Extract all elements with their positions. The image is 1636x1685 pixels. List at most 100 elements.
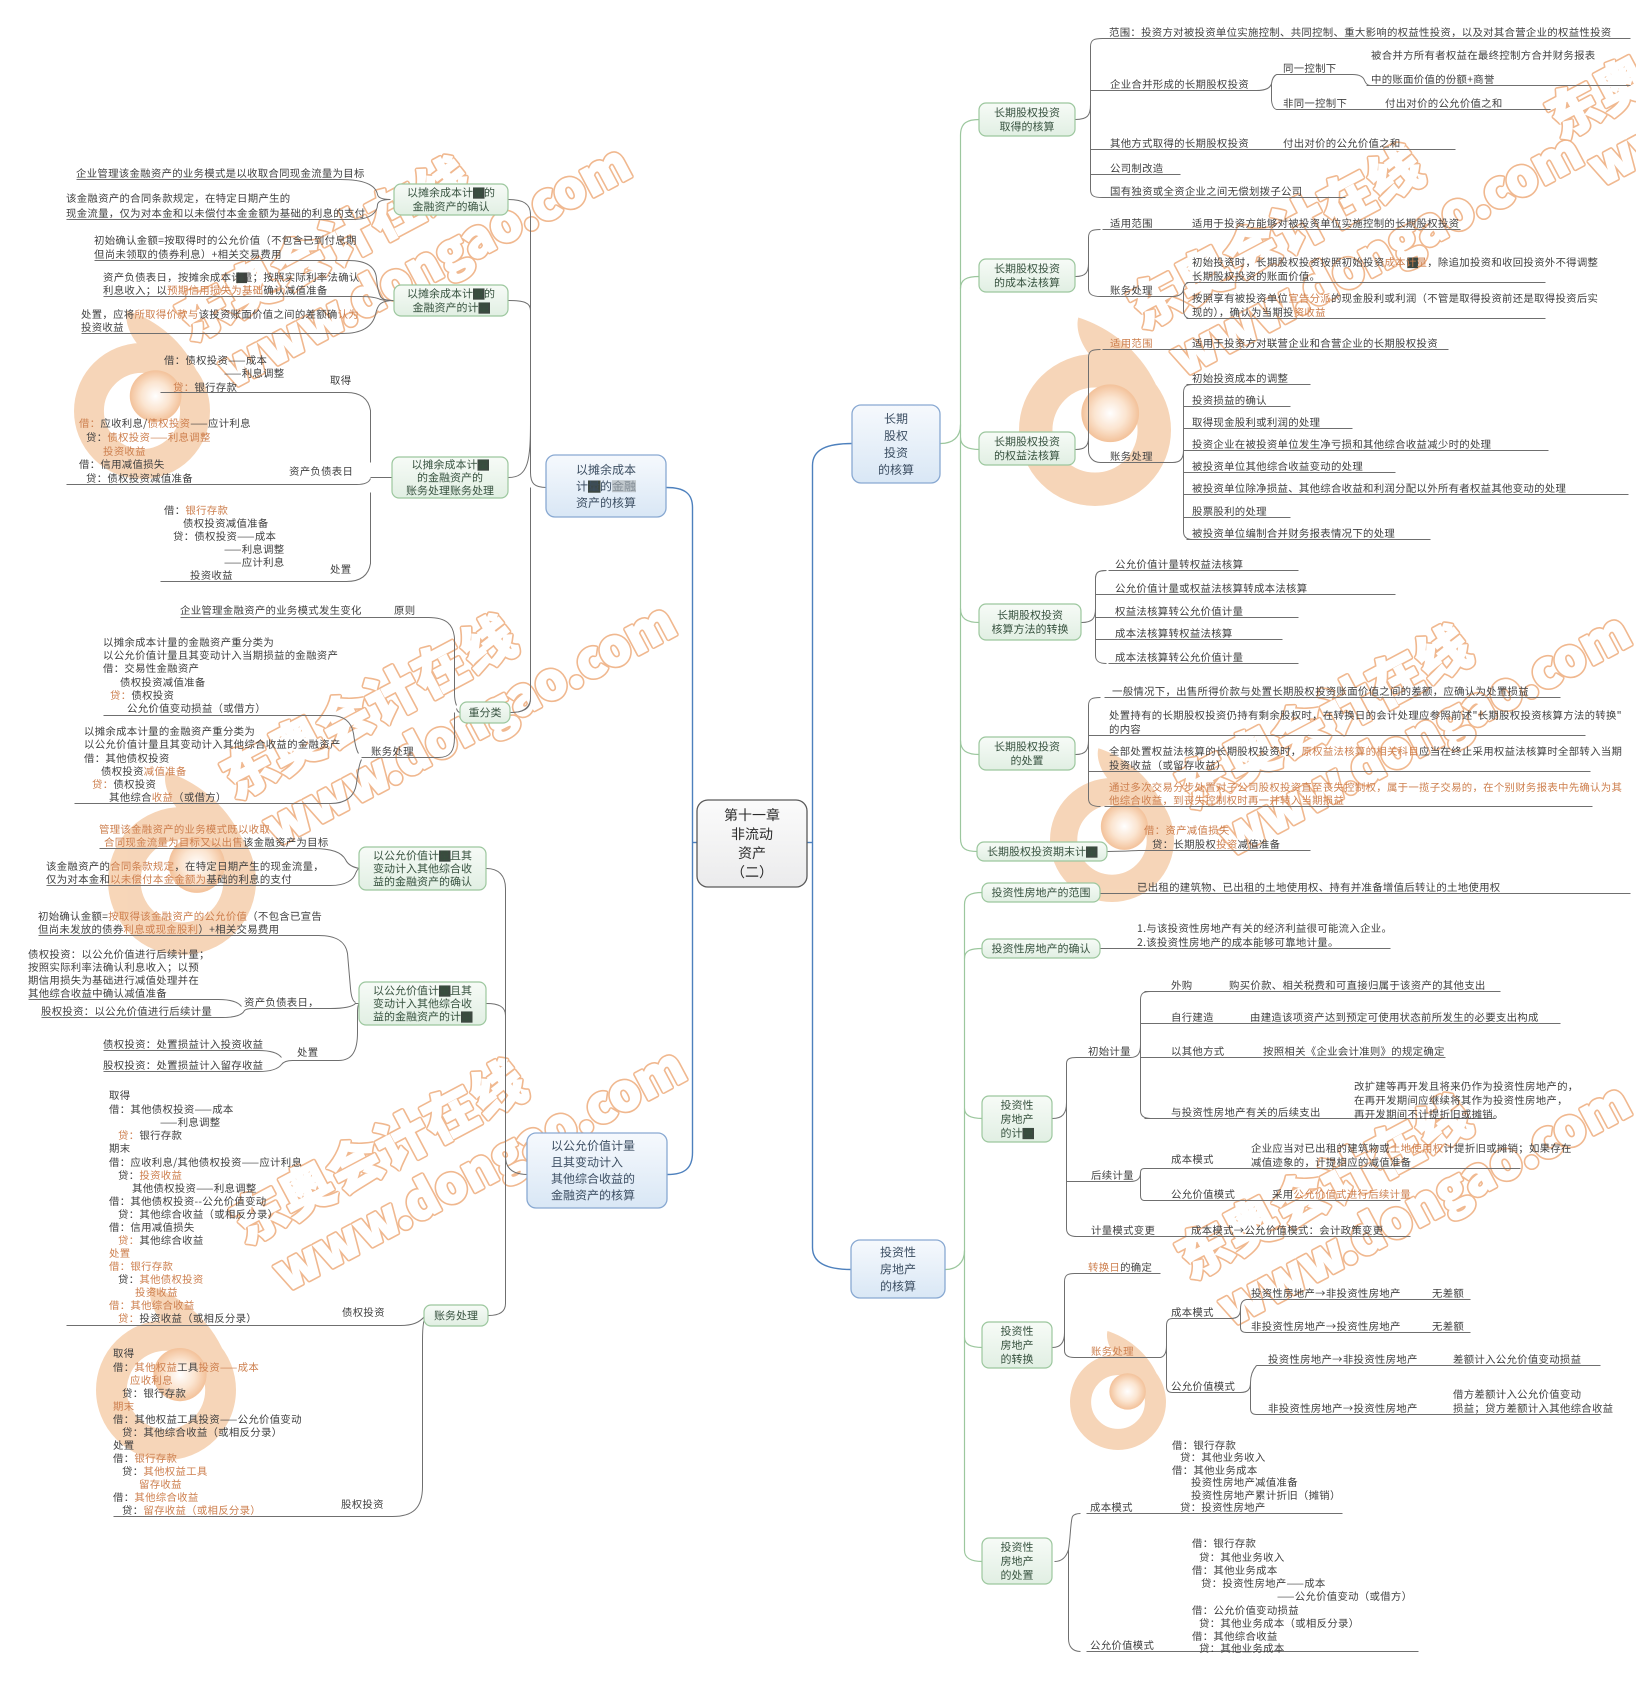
svg-text:按照实际利率法确认利息收入；以预: 按照实际利率法确认利息收入；以预 <box>28 959 199 974</box>
svg-text:贷：投资性房地产: 贷：投资性房地产 <box>1180 1499 1266 1514</box>
svg-text:资产的核算: 资产的核算 <box>576 494 636 511</box>
svg-text:借：信用减值损失: 借：信用减值损失 <box>79 456 165 471</box>
svg-text:的处置: 的处置 <box>1001 1567 1034 1583</box>
svg-text:借方差额计入公允价值变动: 借方差额计入公允价值变动 <box>1453 1386 1581 1401</box>
svg-text:借：银行存款: 借：银行存款 <box>164 502 228 517</box>
svg-text:益的金融资产的确认: 益的金融资产的确认 <box>373 873 472 889</box>
svg-text:无差额: 无差额 <box>1432 1318 1464 1333</box>
svg-text:的权益法核算: 的权益法核算 <box>994 447 1060 463</box>
svg-text:贷：其他综合收益（或相反分录）: 贷：其他综合收益（或相反分录） <box>118 1206 278 1221</box>
svg-text:账务处理: 账务处理 <box>1110 282 1153 297</box>
svg-text:长期股权投资: 长期股权投资 <box>994 104 1060 120</box>
svg-text:权益法核算转公允价值计量: 权益法核算转公允价值计量 <box>1115 603 1243 618</box>
svg-text:其他方式取得的长期股权投资: 其他方式取得的长期股权投资 <box>1110 135 1249 150</box>
svg-text:公允价值计量或权益法核算转成本法核算: 公允价值计量或权益法核算转成本法核算 <box>1115 580 1307 595</box>
svg-text:成本模式: 成本模式 <box>1171 1304 1214 1319</box>
svg-text:贷：银行存款: 贷：银行存款 <box>122 1385 186 1400</box>
svg-text:再开发期间不计提折旧或摊销。: 再开发期间不计提折旧或摊销。 <box>1354 1106 1504 1121</box>
svg-text:初始投资成本的调整: 初始投资成本的调整 <box>1192 370 1288 385</box>
svg-text:长期股权投资的账面价值。: 长期股权投资的账面价值。 <box>1192 268 1320 283</box>
svg-text:借：其他综合收益: 借：其他综合收益 <box>1192 1628 1278 1643</box>
svg-text:现金流量，仅为对本金和以未偿付本金金额为基础的利息的支付: 现金流量，仅为对本金和以未偿付本金金额为基础的利息的支付 <box>66 205 365 220</box>
svg-text:中的账面价值的份额+商誉: 中的账面价值的份额+商誉 <box>1371 71 1495 86</box>
svg-text:处置: 处置 <box>109 1245 130 1260</box>
svg-text:投资收益: 投资收益 <box>135 1284 178 1299</box>
svg-text:成本法核算转公允价值计量: 成本法核算转公允价值计量 <box>1115 649 1243 664</box>
svg-text:投资性: 投资性 <box>1001 1097 1034 1113</box>
svg-text:期末: 期末 <box>113 1398 135 1413</box>
svg-text:投资性房地产减值准备: 投资性房地产减值准备 <box>1191 1474 1298 1489</box>
svg-text:债权投资减值准备: 债权投资减值准备 <box>183 515 269 530</box>
svg-text:借：其他业务成本: 借：其他业务成本 <box>1172 1462 1258 1477</box>
svg-text:处置: 处置 <box>113 1437 134 1452</box>
svg-text:贷：债权投资减值准备: 贷：债权投资减值准备 <box>86 470 193 485</box>
svg-text:公允价值模式: 公允价值模式 <box>1171 1186 1235 1201</box>
svg-text:非同一控制下: 非同一控制下 <box>1283 95 1347 110</box>
svg-text:取得的核算: 取得的核算 <box>1000 118 1055 134</box>
svg-text:贷：债权投资: 贷：债权投资 <box>92 776 156 791</box>
svg-text:金融资产的确认: 金融资产的确认 <box>413 198 490 214</box>
svg-text:初始确认金额=按取得该金融资产的公允价值（不包含已宣告: 初始确认金额=按取得该金融资产的公允价值（不包含已宣告 <box>38 908 322 923</box>
svg-text:的内容: 的内容 <box>1109 721 1141 736</box>
svg-text:损益；贷方差额计入其他综合收益: 损益；贷方差额计入其他综合收益 <box>1453 1400 1613 1415</box>
svg-text:且其变动计入: 且其变动计入 <box>551 1154 623 1171</box>
svg-text:处置持有的长期股权投资仍持有剩余股权时，在转换日的会计处理应: 处置持有的长期股权投资仍持有剩余股权时，在转换日的会计处理应参照前述"长期股权投… <box>1109 707 1622 722</box>
svg-text:适用于投资方对联营企业和合营企业的长期股权投资: 适用于投资方对联营企业和合营企业的长期股权投资 <box>1192 335 1438 350</box>
svg-text:借：公允价值变动损益: 借：公允价值变动损益 <box>1192 1602 1299 1617</box>
svg-text:的成本法核算: 的成本法核算 <box>994 274 1060 290</box>
svg-text:初始投资时，长期股权投资按照初始投资成本计量，除追加投资和收: 初始投资时，长期股权投资按照初始投资成本计量，除追加投资和收回投资外不得调整 <box>1192 254 1598 269</box>
svg-text:非投资性房地产→投资性房地产: 非投资性房地产→投资性房地产 <box>1268 1400 1418 1415</box>
svg-text:被投资单位其他综合收益变动的处理: 被投资单位其他综合收益变动的处理 <box>1192 458 1363 473</box>
svg-text:投资企业在被投资单位发生净亏损和其他综合收益减少时的处理: 投资企业在被投资单位发生净亏损和其他综合收益减少时的处理 <box>1192 436 1492 451</box>
svg-text:成本法核算转权益法核算: 成本法核算转权益法核算 <box>1115 625 1233 640</box>
svg-text:借：资产减值损失: 借：资产减值损失 <box>1144 822 1230 837</box>
svg-text:投资收益: 投资收益 <box>103 443 146 458</box>
svg-text:账务处理: 账务处理 <box>371 743 414 758</box>
svg-text:处置，应将所取得价款与该投资账面价值之间的差额确认为: 处置，应将所取得价款与该投资账面价值之间的差额确认为 <box>81 306 359 321</box>
svg-text:投资性房地产→非投资性房地产: 投资性房地产→非投资性房地产 <box>1268 1351 1418 1366</box>
svg-text:成本模式→公允价值模式：会计政策变更: 成本模式→公允价值模式：会计政策变更 <box>1191 1222 1384 1237</box>
svg-text:企业管理该金融资产的业务模式是以收取合同现金流量为目标: 企业管理该金融资产的业务模式是以收取合同现金流量为目标 <box>76 165 365 180</box>
svg-text:借：银行存款: 借：银行存款 <box>113 1450 177 1465</box>
svg-text:以公允价值计量: 以公允价值计量 <box>551 1137 635 1154</box>
svg-text:贷：投资收益（或相反分录）: 贷：投资收益（或相反分录） <box>118 1310 257 1325</box>
svg-text:债权投资：以公允价值进行后续计量；: 债权投资：以公允价值进行后续计量； <box>28 946 210 961</box>
svg-text:公允价值计量转权益法核算: 公允价值计量转权益法核算 <box>1115 556 1243 571</box>
svg-text:公允价值模式: 公允价值模式 <box>1090 1637 1154 1652</box>
svg-text:初始确认金额=按取得时的公允价值（不包含已到付息期: 初始确认金额=按取得时的公允价值（不包含已到付息期 <box>94 232 357 247</box>
svg-text:账务处理: 账务处理 <box>1110 448 1153 463</box>
svg-text:借：应收利息/其他债权投资——应计利息: 借：应收利息/其他债权投资——应计利息 <box>109 1154 302 1169</box>
svg-text:借：其他权益工具投资——成本: 借：其他权益工具投资——成本 <box>113 1359 259 1374</box>
svg-text:借：交易性金融资产: 借：交易性金融资产 <box>103 660 199 675</box>
svg-text:贷：银行存款: 贷：银行存款 <box>173 379 237 394</box>
svg-text:借：银行存款: 借：银行存款 <box>1192 1535 1256 1550</box>
svg-text:国有独资或全资企业之间无偿划拨子公司: 国有独资或全资企业之间无偿划拨子公司 <box>1110 183 1302 198</box>
svg-text:的核算: 的核算 <box>880 1277 916 1294</box>
svg-text:贷：债权投资: 贷：债权投资 <box>110 687 174 702</box>
svg-text:投资收益: 投资收益 <box>190 567 233 582</box>
svg-text:期末: 期末 <box>109 1140 131 1155</box>
svg-text:期信用损失为基础进行减值处理并在: 期信用损失为基础进行减值处理并在 <box>28 972 199 987</box>
svg-text:公允价值模式: 公允价值模式 <box>1171 1378 1235 1393</box>
svg-text:金融资产的计量: 金融资产的计量 <box>413 299 490 315</box>
svg-text:在再开发期间应继续将其作为投资性房地产，: 在再开发期间应继续将其作为投资性房地产， <box>1354 1092 1568 1107</box>
svg-text:股权投资：以公允价值进行后续计量: 股权投资：以公允价值进行后续计量 <box>41 1003 212 1018</box>
svg-text:借：信用减值损失: 借：信用减值损失 <box>109 1219 195 1234</box>
svg-text:付出对价的公允价值之和: 付出对价的公允价值之和 <box>1283 135 1401 150</box>
svg-text:贷：投资性房地产——成本: 贷：投资性房地产——成本 <box>1201 1575 1326 1590</box>
svg-text:投资性房地产的确认: 投资性房地产的确认 <box>992 940 1091 956</box>
svg-text:投资性房地产累计折旧（摊销）: 投资性房地产累计折旧（摊销） <box>1191 1487 1341 1502</box>
svg-text:2.该投资性房地产的成本能够可靠地计量。: 2.该投资性房地产的成本能够可靠地计量。 <box>1137 934 1339 949</box>
svg-text:的处置: 的处置 <box>1011 752 1044 768</box>
svg-text:但尚未领取的债券利息）+相关交易费用: 但尚未领取的债券利息）+相关交易费用 <box>94 246 282 261</box>
svg-text:其他债权投资——利息调整: 其他债权投资——利息调整 <box>132 1180 257 1195</box>
svg-text:非流动: 非流动 <box>731 824 773 844</box>
svg-text:其他综合收益中确认减值准备: 其他综合收益中确认减值准备 <box>28 985 167 1000</box>
svg-text:益的金融资产的计量: 益的金融资产的计量 <box>373 1008 472 1024</box>
svg-text:同一控制下: 同一控制下 <box>1283 60 1336 75</box>
svg-text:应收利息: 应收利息 <box>130 1372 173 1387</box>
svg-text:借：其他债权投资——成本: 借：其他债权投资——成本 <box>109 1101 234 1116</box>
svg-text:借：应收利息/债权投资——应计利息: 借：应收利息/债权投资——应计利息 <box>79 415 251 430</box>
svg-text:被合并方所有者权益在最终控制方合并财务报表: 被合并方所有者权益在最终控制方合并财务报表 <box>1371 47 1596 62</box>
svg-text:被投资单位除净损益、其他综合收益和利润分配以外所有者权益其他: 被投资单位除净损益、其他综合收益和利润分配以外所有者权益其他变动的处理 <box>1192 480 1566 495</box>
